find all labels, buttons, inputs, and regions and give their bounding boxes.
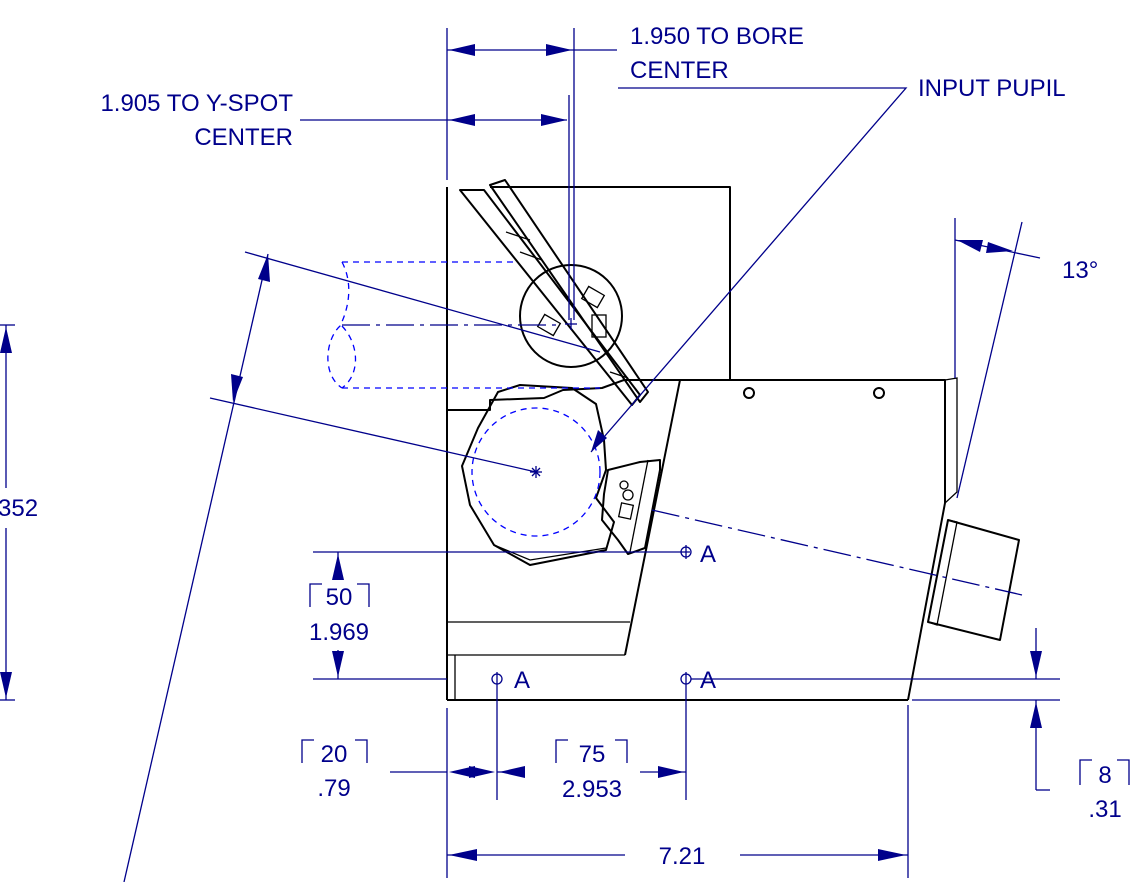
overall-width-label: 7.21 (659, 843, 706, 870)
bore-center-label-line2: CENTER (630, 57, 729, 84)
datum-a-right: A (700, 667, 716, 694)
angle-label: 13° (1062, 257, 1098, 284)
bore-center-label-line1: 1.950 TO BORE (630, 23, 804, 50)
bracket-50 (309, 583, 370, 607)
dim-8-inch: .31 (1088, 796, 1121, 823)
datum-point-upper (680, 545, 692, 559)
datum-point-right (680, 672, 692, 686)
datum-a-upper: A (700, 541, 716, 568)
dim-75-inch: 2.953 (562, 776, 622, 803)
height-dimension-label: 352 (0, 495, 38, 522)
input-pupil-label: INPUT PUPIL (918, 75, 1066, 102)
labels: 1.950 TO BORE CENTER 1.905 TO Y-SPOT CEN… (0, 23, 1122, 870)
dim-20-metric: 20 (321, 741, 348, 768)
bracket-8 (1079, 759, 1130, 785)
dim-20-inch: .79 (317, 775, 350, 802)
datum-point-left (491, 672, 503, 686)
datum-a-left: A (514, 667, 530, 694)
y-spot-center-mark (565, 318, 577, 330)
bracket-75 (555, 739, 628, 763)
dim-50-inch: 1.969 (309, 619, 369, 646)
y-spot-label-line1: 1.905 TO Y-SPOT (100, 90, 293, 117)
part-outline (446, 179, 1020, 701)
bracket-20 (301, 739, 368, 763)
dim-50-metric: 50 (326, 584, 353, 611)
dim-8-metric: 8 (1098, 762, 1111, 789)
dim-75-metric: 75 (579, 741, 606, 768)
y-spot-label-line2: CENTER (194, 124, 293, 151)
hidden-lines (327, 261, 1023, 596)
dimension-lines (0, 28, 1130, 882)
